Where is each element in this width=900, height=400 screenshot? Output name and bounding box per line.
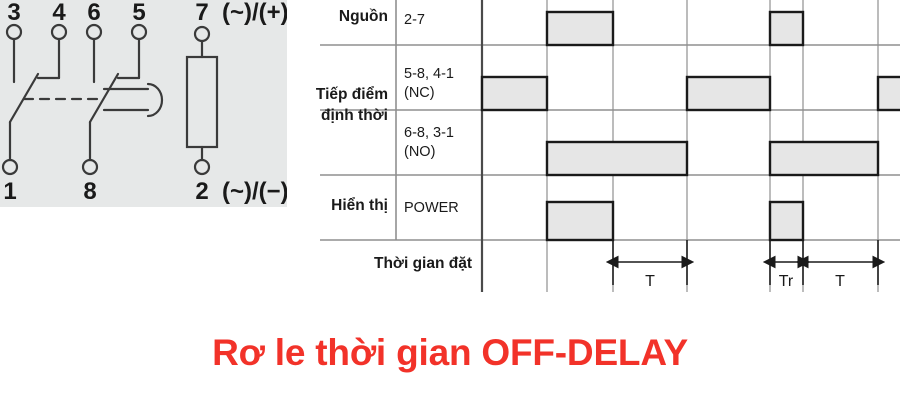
row-signal-sublabel-nc: (NC) (404, 85, 435, 101)
row-group-label-timed-contact-line2: định thời (321, 107, 388, 124)
pulse-indicator-1 (545, 200, 615, 242)
pulse-power-1 (545, 10, 615, 47)
terminal-3-node (5, 23, 23, 41)
waveform-row-power-supply (545, 10, 805, 47)
interval-label-tr: Tr (779, 273, 794, 290)
row-signal-label-indicator: POWER (404, 200, 459, 216)
waveform-row-nc-contact (480, 75, 900, 112)
terminal-label-3: 3 (7, 0, 20, 26)
pulse-nc-3 (876, 75, 900, 112)
pulse-nc-2 (685, 75, 772, 112)
terminal-label-1: 1 (3, 178, 16, 205)
terminal-8-node (81, 158, 99, 176)
terminal-1-node (1, 158, 19, 176)
terminal-label-2: 2 (195, 178, 208, 205)
row-signal-label-nc: 5-8, 4-1 (404, 66, 454, 82)
terminal-label-7: 7 (195, 0, 208, 26)
terminal-label-4: 4 (52, 0, 66, 26)
timing-diagram: Nguồn Tiếp điểm định thời Hiển thị Thời … (290, 0, 900, 300)
row-signal-sublabel-no: (NO) (404, 144, 435, 160)
timing-diagram-svg: Nguồn Tiếp điểm định thời Hiển thị Thời … (316, 0, 900, 292)
wiring-schematic-svg: 3 4 6 5 1 8 7 (~)/(+) 2 (~)/(−) (1, 0, 287, 205)
row-group-label-indicator: Hiển thị (331, 197, 388, 214)
row-signal-label-no: 6-8, 3-1 (404, 125, 454, 141)
waveform-row-no-contact (545, 140, 880, 177)
pulse-no-2 (768, 140, 880, 177)
terminal-4-node (50, 23, 68, 41)
terminal-label-5: 5 (132, 0, 145, 26)
pulse-indicator-2 (768, 200, 805, 242)
actuator-arc (146, 82, 164, 118)
interval-label-t1: T (645, 273, 655, 290)
pulse-power-2 (768, 10, 805, 47)
row-signal-label-power: 2-7 (404, 12, 425, 28)
time-axis-label: Thời gian đặt (374, 255, 472, 272)
terminal-5-node (130, 23, 148, 41)
terminal-7-node (193, 25, 211, 43)
pulse-nc-1 (480, 75, 549, 112)
terminal-2-node (193, 158, 211, 176)
terminal-6-node (85, 23, 103, 41)
waveform-row-power-indicator (545, 200, 805, 242)
coil-top-polarity-label: (~)/(+) (222, 0, 287, 26)
interval-label-t2: T (835, 273, 845, 290)
row-group-label-timed-contact-line1: Tiếp điểm (316, 86, 388, 103)
coil-bottom-polarity-label: (~)/(−) (222, 178, 287, 205)
page-title: Rơ le thời gian OFF-DELAY (212, 332, 688, 373)
wiring-schematic-panel: 3 4 6 5 1 8 7 (~)/(+) 2 (~)/(−) (0, 0, 287, 207)
interval-markers (605, 240, 886, 285)
pulse-no-1 (545, 140, 689, 177)
relay-coil-body (185, 55, 219, 149)
row-group-label-power: Nguồn (339, 8, 388, 25)
timing-grid-vertical (395, 0, 484, 292)
terminal-label-8: 8 (83, 178, 96, 205)
terminal-label-6: 6 (87, 0, 100, 26)
